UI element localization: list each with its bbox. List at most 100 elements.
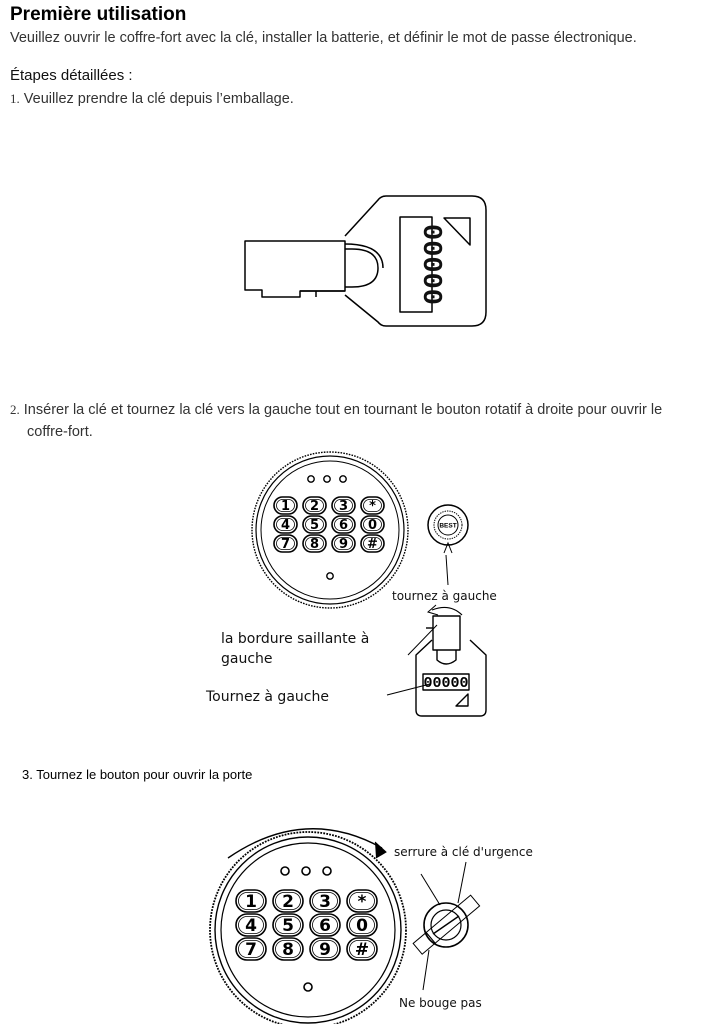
keypad-large-key-label: 0 — [356, 916, 368, 936]
key-loop — [345, 248, 379, 288]
key-code: 00000 — [415, 224, 445, 305]
lock-stamp: BEST — [439, 523, 456, 530]
keypad-large-key-7[interactable] — [346, 913, 378, 937]
keypad-large-key-label: 1 — [245, 892, 257, 912]
keypad-key-bezel — [276, 537, 295, 550]
keypad-large-key-bezel — [349, 916, 375, 934]
keypad-key-1[interactable] — [302, 496, 327, 515]
step-1: 1. Veuillez prendre la clé depuis l’emba… — [10, 88, 294, 110]
keypad-key-label: 4 — [281, 518, 290, 533]
keypad-key-2[interactable] — [331, 496, 356, 515]
keypad-large-key-1[interactable] — [272, 889, 304, 913]
keypad-key-bezel — [305, 499, 324, 512]
keypad-key-bezel — [305, 518, 324, 531]
keypad-key-0[interactable] — [273, 496, 298, 515]
keypad-key-bezel — [276, 499, 295, 512]
dial-face — [260, 460, 400, 600]
keypad-key-3[interactable] — [360, 496, 385, 515]
keypad-key-6[interactable] — [331, 515, 356, 534]
dial-large-outer-ring — [209, 831, 407, 1024]
keypad-key-bezel — [276, 518, 295, 531]
keypad-key-label: 3 — [339, 499, 348, 514]
keypad-large-key-11[interactable] — [346, 937, 378, 961]
keypad-large-key-bezel — [349, 892, 375, 910]
key-head — [344, 195, 487, 327]
keypad-key-label: 5 — [310, 518, 319, 533]
keypad-key-5[interactable] — [302, 515, 327, 534]
keypad-large-key-6[interactable] — [309, 913, 341, 937]
keypad-key-7[interactable] — [360, 515, 385, 534]
keypad-key-8[interactable] — [273, 534, 298, 553]
keypad-key-bezel — [363, 518, 382, 531]
keypad-large-key-bezel — [275, 892, 301, 910]
key-small-code: 00000 — [423, 675, 468, 692]
keypad-key-bezel — [363, 537, 382, 550]
key-blade — [244, 240, 346, 298]
step-3-number: 3. — [22, 767, 33, 782]
keypad-key-10[interactable] — [331, 534, 356, 553]
keypad-large-key-label: 7 — [245, 940, 257, 960]
step-2: 2. Insérer la clé et tournez la clé vers… — [10, 399, 726, 443]
dial-large-face — [220, 842, 396, 1018]
keypad-large-key-bezel — [312, 916, 338, 934]
steps-heading: Étapes détaillées : — [10, 67, 133, 84]
step-3-text: Tournez le bouton pour ouvrir la porte — [36, 767, 253, 782]
keypad-large-key-8[interactable] — [235, 937, 267, 961]
keypad-large-key-bezel — [238, 916, 264, 934]
keypad-key-label: 7 — [281, 537, 290, 552]
key-code-window — [399, 216, 433, 313]
keypad-large-key-label: 8 — [282, 940, 294, 960]
keypad-large-key-4[interactable] — [235, 913, 267, 937]
keypad-key-bezel — [363, 499, 382, 512]
keypad-key-bezel — [334, 499, 353, 512]
keypad-key-label: # — [367, 537, 378, 552]
dial-outer-ring — [251, 451, 409, 609]
keypad-large-key-bezel — [275, 940, 301, 958]
keypad-large-key-bezel — [275, 916, 301, 934]
keypad-large-key-5[interactable] — [272, 913, 304, 937]
keypad-large-key-10[interactable] — [309, 937, 341, 961]
keypad-key-11[interactable] — [360, 534, 385, 553]
step-2-number: 2. — [10, 402, 20, 417]
keypad-key-label: 2 — [310, 499, 319, 514]
keypad-key-9[interactable] — [302, 534, 327, 553]
label-protruding-edge-line2: gauche — [221, 651, 273, 667]
step-3: 3. Tournez le bouton pour ouvrir la port… — [22, 764, 252, 786]
rotate-dial-arrow-icon — [227, 828, 383, 859]
emergency-lock — [423, 902, 469, 948]
keypad-large-key-2[interactable] — [309, 889, 341, 913]
keypad-large-key-bezel — [312, 940, 338, 958]
keypad-large-key-3[interactable] — [346, 889, 378, 913]
keypad-key-label: 8 — [310, 537, 319, 552]
label-does-not-move: Ne bouge pas — [399, 996, 482, 1010]
keypad-key-4[interactable] — [273, 515, 298, 534]
keypad-large-key-label: 4 — [245, 916, 257, 936]
dial-ring — [255, 455, 405, 605]
keypad-large-key-bezel — [349, 940, 375, 958]
keypad-key-label: 6 — [339, 518, 348, 533]
keypad-large-key-0[interactable] — [235, 889, 267, 913]
keypad-key-bezel — [334, 537, 353, 550]
intro-text: Veuillez ouvrir le coffre-fort avec la c… — [10, 30, 637, 46]
keypad-large-key-bezel — [238, 892, 264, 910]
keypad-large-key-label: 3 — [319, 892, 331, 912]
keypad-large-key-9[interactable] — [272, 937, 304, 961]
keypad-large-key-bezel — [312, 892, 338, 910]
label-turn-left: Tournez à gauche — [206, 689, 329, 705]
lock-cylinder — [427, 504, 469, 546]
keypad-large-key-label: 2 — [282, 892, 294, 912]
page-title: Première utilisation — [10, 4, 187, 25]
label-emergency-lock: serrure à clé d'urgence — [394, 845, 533, 859]
keypad-large-key-label: # — [355, 940, 369, 960]
dial-large-ring — [214, 836, 402, 1024]
keypad-large-key-label: * — [358, 892, 367, 912]
step-1-text: Veuillez prendre la clé depuis l’emballa… — [23, 91, 294, 107]
keypad-large-key-label: 5 — [282, 916, 294, 936]
keypad-key-label: 9 — [339, 537, 348, 552]
keypad-key-bezel — [305, 537, 324, 550]
label-turn-left-small: tournez à gauche — [392, 589, 497, 603]
